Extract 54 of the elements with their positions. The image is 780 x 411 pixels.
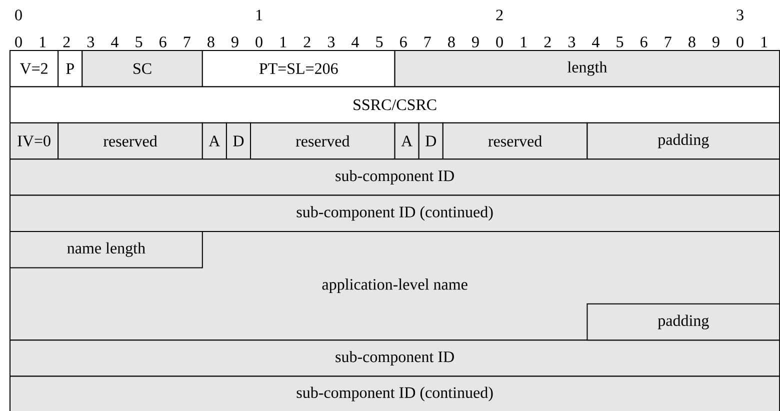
bit-number: 7: [664, 36, 672, 48]
bit-number: 8: [688, 36, 696, 48]
bit-number: 6: [400, 36, 407, 48]
node-label: sub-component ID (continued): [296, 206, 493, 221]
bit-number: 2: [544, 36, 551, 48]
field-box: padding: [586, 122, 780, 160]
bit-number: 7: [424, 36, 431, 48]
bit-number: 0: [496, 36, 503, 48]
bit-number: 3: [736, 10, 744, 20]
bit-number: 4: [111, 36, 118, 48]
node-label: sub-component ID: [336, 350, 454, 366]
field-box: SC: [82, 50, 203, 88]
bit-number: 6: [640, 36, 648, 48]
bit-number: 8: [448, 36, 455, 48]
bit-number: 4: [592, 36, 600, 48]
field-box: length: [394, 50, 780, 88]
bit-number: 5: [136, 36, 142, 48]
bit-number: 7: [184, 36, 190, 48]
field-box: D: [226, 122, 252, 160]
field-box: PT=SL=206: [202, 50, 396, 88]
node-label: sub-component ID: [336, 170, 454, 184]
bit-number: 1: [256, 10, 262, 20]
field-box: sub-component ID (continued): [10, 376, 780, 411]
bit-number: 1: [280, 36, 286, 48]
bit-number: 0: [15, 10, 22, 20]
bit-number: 4: [352, 36, 359, 48]
bit-number: 0: [15, 36, 22, 48]
bit-number: 2: [63, 36, 70, 48]
bit-number: 9: [232, 36, 238, 48]
bit-number: 5: [376, 36, 383, 48]
bit-number: 1: [762, 36, 768, 48]
bit-number: 5: [616, 36, 624, 48]
bit-number: 1: [521, 36, 527, 48]
field-box: D: [418, 122, 444, 160]
field-box: A: [394, 122, 420, 160]
bit-number: 3: [87, 36, 94, 48]
bit-number: 0: [256, 36, 262, 48]
bit-number: 8: [208, 36, 214, 48]
field-box: padding: [586, 303, 780, 341]
bit-number: 9: [712, 36, 720, 48]
bit-number: 9: [472, 36, 479, 48]
bit-number: 2: [304, 36, 310, 48]
field-box: name length: [10, 231, 203, 268]
field-box: A: [202, 122, 227, 160]
field-box: P: [58, 50, 83, 88]
bit-number: 1: [40, 36, 46, 48]
bit-number: 0: [736, 36, 744, 48]
bit-number: 2: [496, 10, 503, 20]
bit-number: 6: [160, 36, 166, 48]
bit-number: 3: [328, 36, 335, 48]
field-box: IV=0: [10, 122, 59, 160]
bit-number: 3: [568, 36, 576, 48]
node-label: padding: [658, 134, 709, 148]
field-box: V=2: [10, 50, 59, 88]
